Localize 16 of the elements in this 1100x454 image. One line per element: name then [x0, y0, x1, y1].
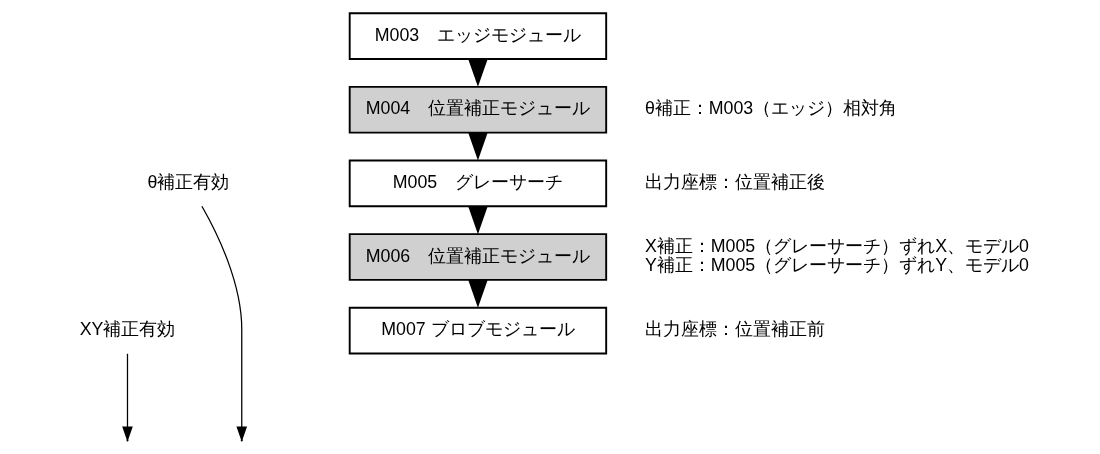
- node-box: M007 ブロブモジュール: [348, 306, 608, 355]
- arrow: [468, 132, 488, 161]
- node-box: M004 位置補正モジュール: [348, 85, 608, 134]
- arrow: [122, 353, 133, 442]
- node-text: θ補正有効: [147, 172, 230, 193]
- node-label: X補正：M005（グレーサーチ）ずれX、モデル0: [644, 236, 1029, 257]
- node-label: θ補正：M003（エッジ）相対角: [644, 98, 898, 119]
- node-box: M006 位置補正モジュール: [348, 233, 608, 281]
- node-label: 出力座標：位置補正後: [644, 172, 825, 193]
- node-text: XY補正有効: [79, 319, 176, 340]
- arrow: [468, 279, 488, 308]
- node-box: M003 エッジモジュール: [348, 12, 608, 60]
- arrow: [468, 206, 488, 235]
- node-label: 出力座標：位置補正前: [644, 319, 825, 340]
- node-box: M005 グレーサーチ: [348, 159, 608, 208]
- arrow: [468, 58, 488, 87]
